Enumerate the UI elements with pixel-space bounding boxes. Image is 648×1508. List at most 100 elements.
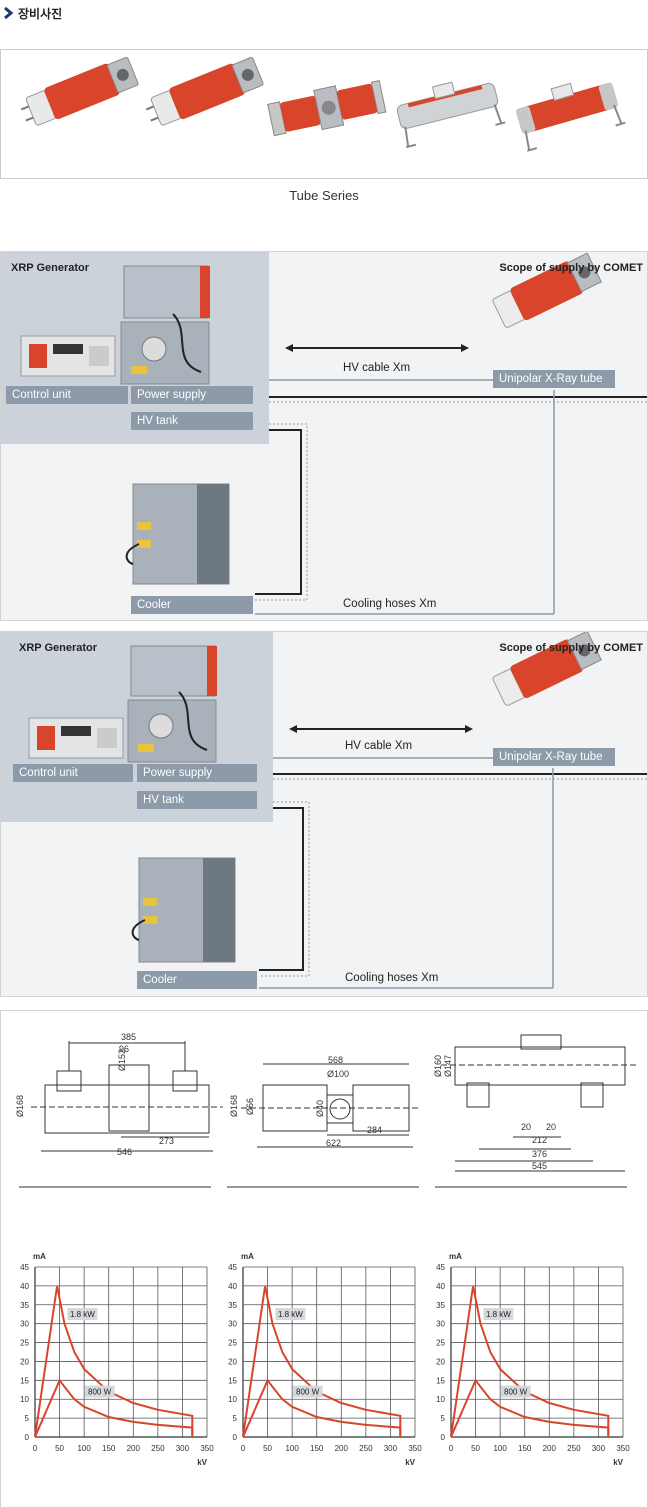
- technical-drawings: 385 96 Ø152 Ø168 273 546 568 Ø100 Ø168 Ø…: [15, 1032, 637, 1467]
- system-diagram-2: XRP Generator Scope of supply by COMET C…: [0, 631, 648, 997]
- x-tick-label: 0: [33, 1444, 38, 1453]
- dim-label: Ø160: [433, 1055, 443, 1077]
- cooler-device: [131, 857, 236, 963]
- y-axis-label: mA: [33, 1252, 46, 1261]
- series-line-2: [34, 1378, 194, 1438]
- dim-label: 212: [532, 1135, 547, 1145]
- y-tick-label: 10: [228, 1395, 237, 1404]
- x-tick-label: 100: [77, 1444, 91, 1453]
- dim-label: 20: [521, 1122, 531, 1132]
- x-tick-label: 150: [518, 1444, 532, 1453]
- x-tick-label: 200: [335, 1444, 349, 1453]
- control-unit-device: [28, 717, 124, 759]
- series-label: 1.8 kW: [278, 1310, 303, 1319]
- y-tick-label: 25: [436, 1339, 445, 1348]
- series-label: 1.8 kW: [486, 1310, 511, 1319]
- series-line-2: [450, 1378, 610, 1438]
- x-tick-label: 250: [359, 1444, 373, 1453]
- xray-tube-label: Unipolar X-Ray tube: [493, 370, 615, 388]
- x-tick-label: 250: [151, 1444, 165, 1453]
- y-tick-label: 40: [436, 1282, 445, 1291]
- xray-tube-device: [492, 632, 602, 706]
- y-tick-label: 30: [228, 1320, 237, 1329]
- control-unit-device: [20, 335, 116, 377]
- tube-photos: [20, 56, 626, 152]
- y-tick-label: 20: [228, 1357, 237, 1366]
- series-line-1: [34, 1285, 194, 1438]
- x-tick-label: 150: [310, 1444, 324, 1453]
- y-tick-label: 10: [436, 1395, 445, 1404]
- tube-photo-5: [516, 82, 626, 152]
- tube-photo-panel: [0, 49, 648, 179]
- dim-label: Ø152: [117, 1049, 127, 1071]
- x-tick-label: 300: [176, 1444, 190, 1453]
- dim-label: Ø168: [15, 1095, 25, 1117]
- x-tick-label: 200: [543, 1444, 557, 1453]
- hv-cable-label: HV cable Xm: [343, 362, 411, 374]
- dim-label: 568: [328, 1055, 343, 1065]
- xray-tube-label: Unipolar X-Ray tube: [493, 748, 615, 766]
- cooler-label: Cooler: [131, 596, 253, 614]
- y-tick-label: 10: [20, 1395, 29, 1404]
- dim-label: 376: [532, 1149, 547, 1159]
- x-tick-label: 50: [263, 1444, 272, 1453]
- dim-label: 284: [367, 1125, 382, 1135]
- dim-label: Ø100: [327, 1069, 349, 1079]
- series-label-bg: [292, 1385, 323, 1398]
- hv-cable-label: HV cable Xm: [345, 740, 413, 752]
- series-line-2: [242, 1378, 402, 1438]
- dim-label: 96: [119, 1044, 129, 1054]
- dim-label: 273: [159, 1136, 174, 1146]
- chevron-right-icon: [4, 7, 14, 19]
- y-tick-label: 20: [20, 1357, 29, 1366]
- power-supply-label: Power supply: [137, 764, 257, 782]
- cooler-label: Cooler: [137, 971, 257, 989]
- x-tick-label: 350: [200, 1444, 214, 1453]
- y-tick-label: 25: [20, 1339, 29, 1348]
- y-tick-label: 0: [233, 1433, 238, 1442]
- control-unit-label: Control unit: [6, 386, 128, 404]
- dim-label: 622: [326, 1138, 341, 1148]
- tube-series-caption: Tube Series: [289, 188, 359, 203]
- xray-tube-device: [492, 252, 602, 328]
- y-tick-label: 15: [228, 1376, 237, 1385]
- dim-label: Ø66: [245, 1098, 255, 1115]
- y-tick-label: 5: [441, 1414, 446, 1423]
- drawing-3: [441, 1034, 637, 1172]
- y-tick-label: 20: [436, 1357, 445, 1366]
- y-tick-label: 5: [25, 1414, 30, 1423]
- x-tick-label: 350: [616, 1444, 630, 1453]
- system-diagram-1: XRP Generator Scope of supply by COMET C…: [0, 251, 648, 621]
- y-tick-label: 15: [436, 1376, 445, 1385]
- tube-photo-4: [396, 81, 506, 149]
- series-line-1: [450, 1285, 610, 1438]
- y-tick-label: 30: [436, 1320, 445, 1329]
- x-tick-label: 0: [241, 1444, 246, 1453]
- diagram-1-graphics: [20, 252, 647, 615]
- x-tick-label: 100: [285, 1444, 299, 1453]
- power-supply-device: [127, 645, 217, 763]
- tube-photo-2: [145, 56, 264, 126]
- x-tick-label: 50: [471, 1444, 480, 1453]
- dim-label: Ø147: [443, 1055, 453, 1077]
- generator-title: XRP Generator: [11, 262, 90, 274]
- cooling-hoses-label: Cooling hoses Xm: [343, 598, 437, 610]
- x-tick-label: 50: [55, 1444, 64, 1453]
- scope-title: Scope of supply by COMET: [499, 262, 643, 274]
- tube-photo-3: [267, 80, 387, 137]
- series-label: 800 W: [296, 1388, 320, 1397]
- series-label: 1.8 kW: [70, 1310, 95, 1319]
- y-axis-label: mA: [241, 1252, 254, 1261]
- x-tick-label: 300: [384, 1444, 398, 1453]
- y-tick-label: 35: [436, 1301, 445, 1310]
- y-axis-label: mA: [449, 1252, 462, 1261]
- series-label-bg: [500, 1385, 531, 1398]
- x-tick-label: 250: [567, 1444, 581, 1453]
- y-tick-label: 15: [20, 1376, 29, 1385]
- drawing-1: [31, 1041, 223, 1152]
- x-axis-label: kV: [197, 1458, 207, 1467]
- section-heading: 장비사진: [2, 4, 62, 22]
